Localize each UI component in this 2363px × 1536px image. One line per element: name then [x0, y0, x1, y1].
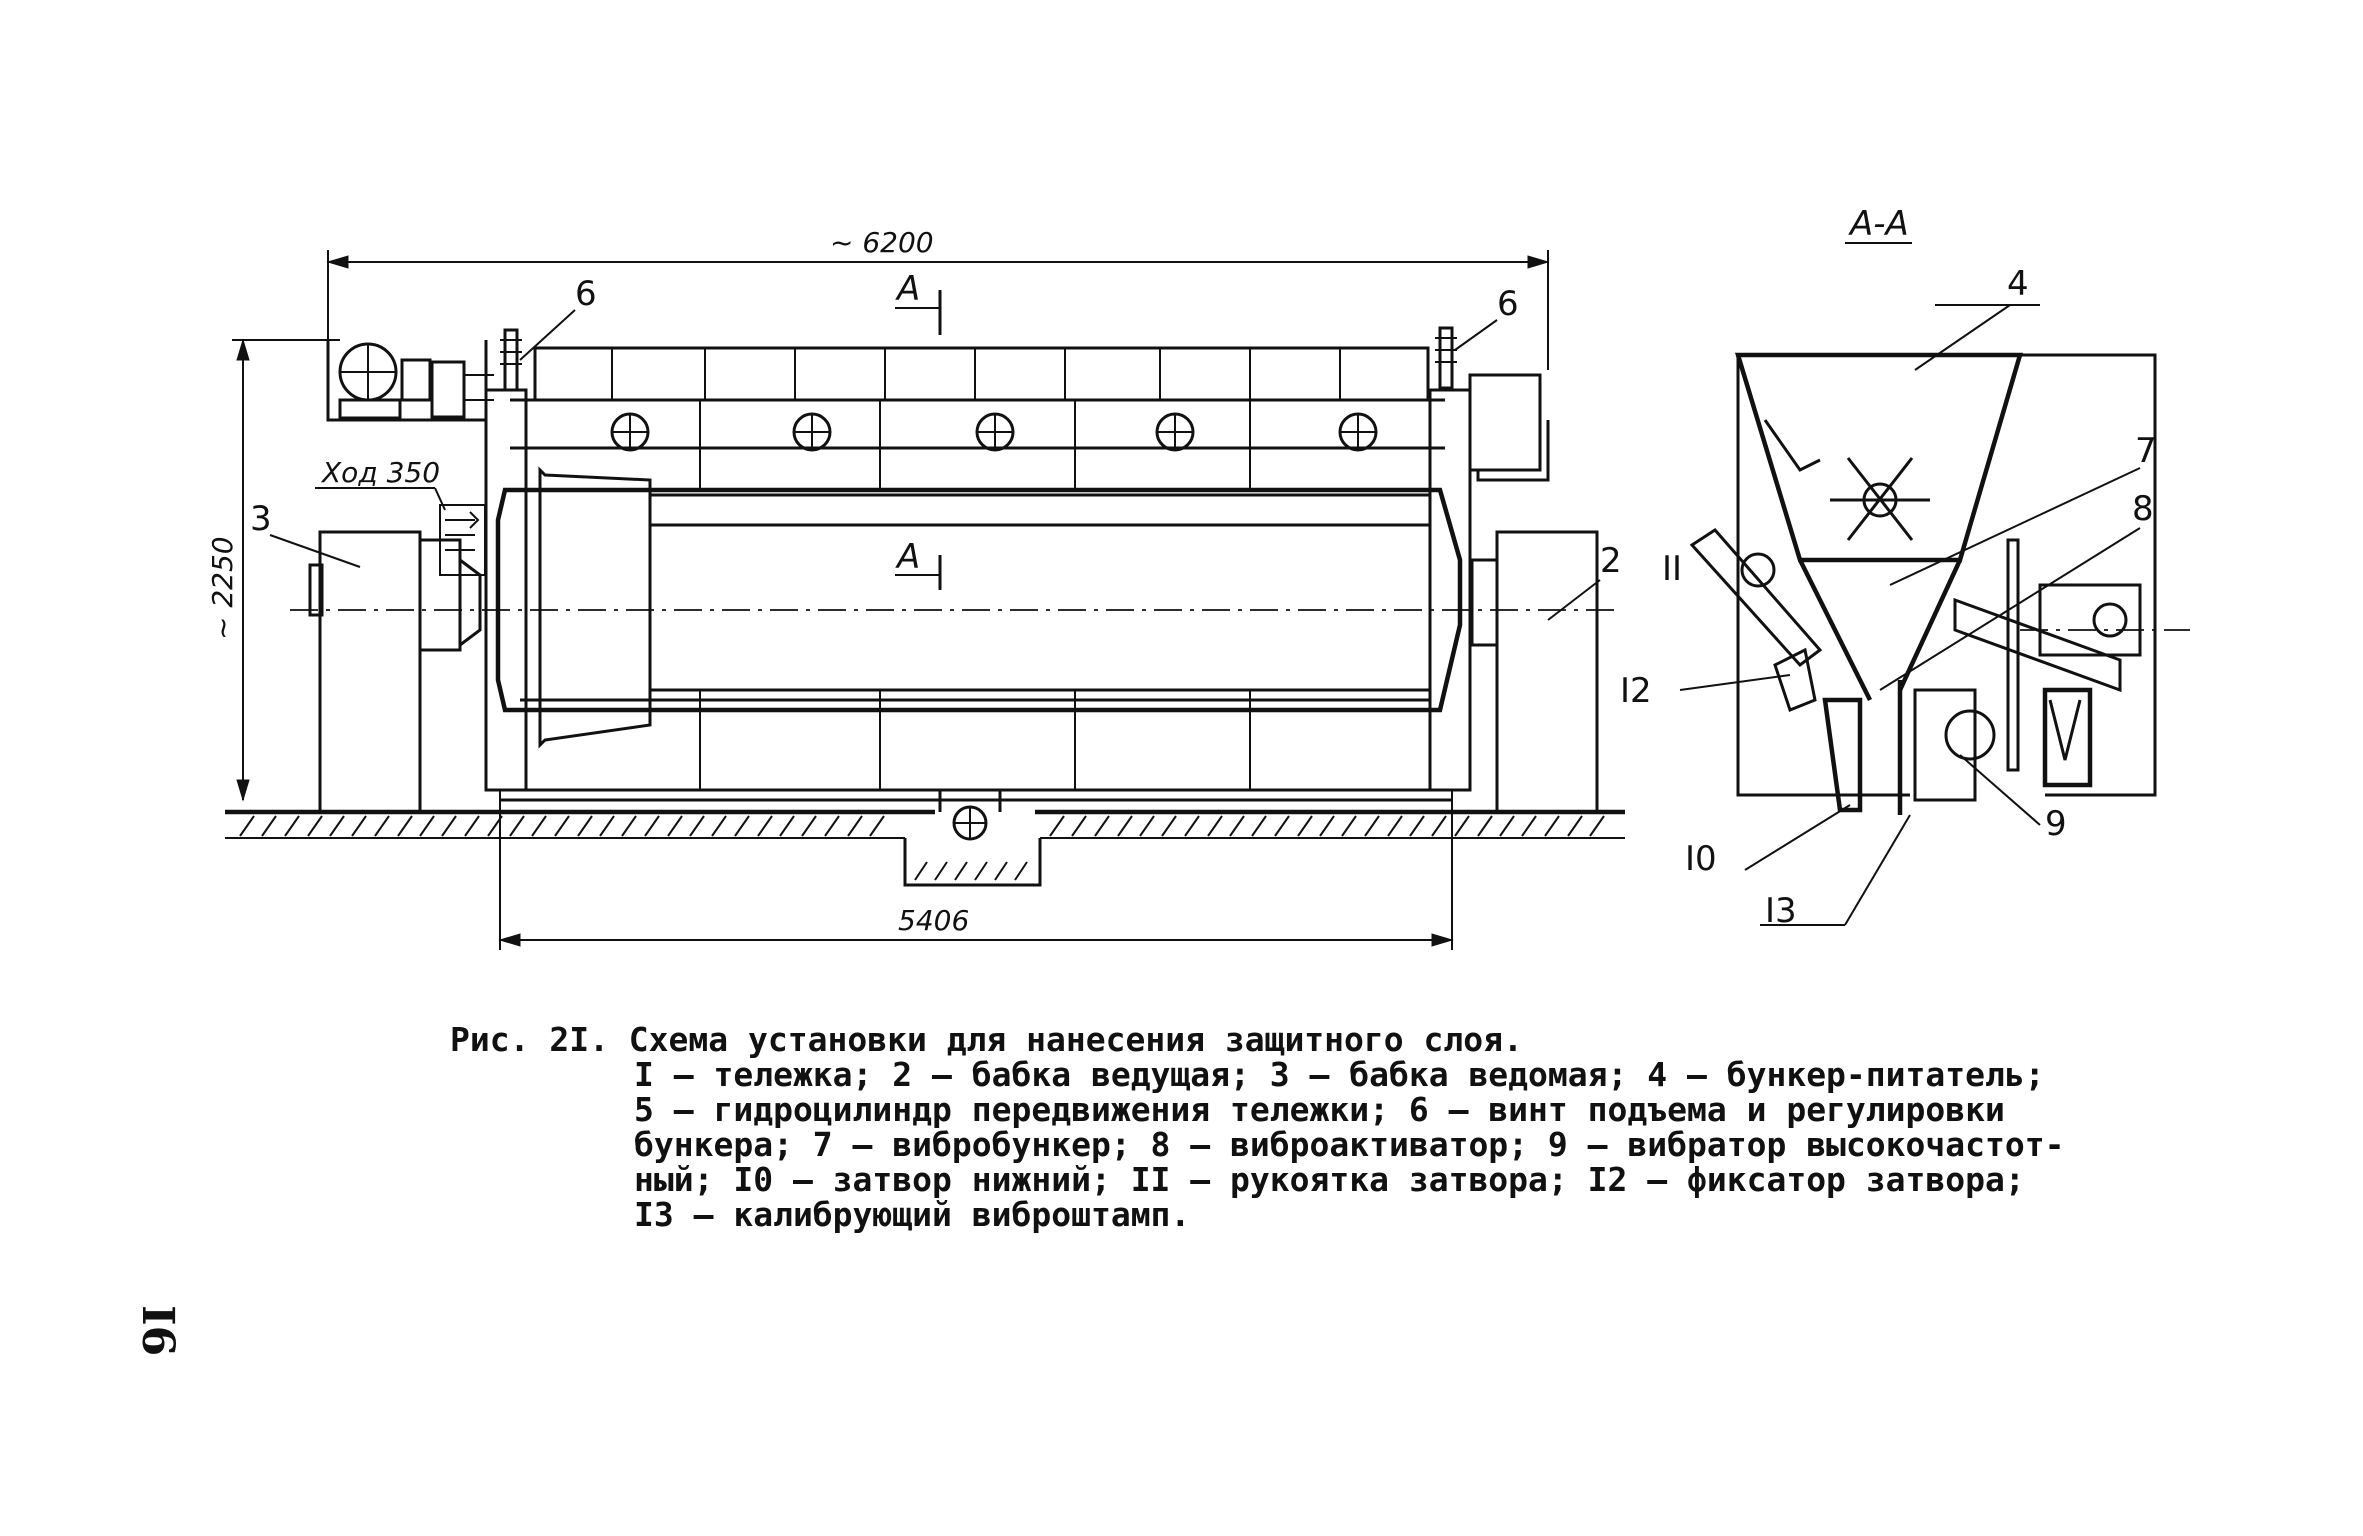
dim-overall-length-label: ~ 6200 — [830, 226, 934, 259]
dim-base-length-label: 5406 — [898, 904, 969, 937]
label-9: 9 — [2045, 804, 2067, 844]
figure-caption: Рис. 2I. Схема установки для нанесения з… — [450, 1022, 2150, 1232]
section-title: А-А — [1848, 204, 1909, 244]
screw-6-right: 6 — [1435, 284, 1519, 390]
section-mark-mid-label: А — [895, 537, 920, 577]
page-number: I6 — [132, 1305, 183, 1357]
drive-motor — [326, 340, 494, 422]
dimension-height: ~ 2250 — [206, 338, 340, 802]
caption-title: Рис. 2I. Схема установки для нанесения з… — [450, 1020, 1523, 1059]
label-2: 2 — [1600, 541, 1622, 581]
vibrator-row — [610, 412, 1378, 452]
label-12: I2 — [1620, 671, 1652, 711]
section-view-aa: А-А 4 7 II I2 8 — [1620, 204, 2190, 931]
label-3: 3 — [250, 499, 272, 539]
label-7: 7 — [2135, 431, 2157, 471]
pipe-mould-drum — [290, 400, 1620, 790]
label-11: II — [1662, 549, 1682, 589]
label-6-right: 6 — [1497, 284, 1519, 324]
label-8: 8 — [2132, 489, 2154, 529]
caption-legend: I – тележка; 2 – бабка ведущая; 3 – бабк… — [634, 1055, 2065, 1234]
label-10: I0 — [1685, 839, 1717, 879]
ground-foundation — [225, 790, 1625, 887]
label-4: 4 — [2007, 264, 2029, 304]
stroke-label: Ход 350 — [320, 456, 440, 489]
tailstock-3: 3 — [250, 499, 486, 814]
carriage-frame-1: 6 6 Ход 350 — [315, 274, 1550, 802]
dimension-overall-length: ~ 6200 — [326, 226, 1550, 370]
label-6-left: 6 — [575, 274, 597, 314]
screw-6-left: 6 — [500, 274, 597, 392]
section-mark-top: А — [895, 269, 942, 335]
main-view: ~ 6200 ~ 2250 5406 — [206, 226, 1625, 950]
section-mark-mid: А — [895, 537, 942, 590]
dim-height-label: ~ 2250 — [206, 536, 239, 640]
section-mark-top-label: А — [895, 269, 920, 309]
headstock-2: 2 — [1470, 530, 1622, 814]
dimension-base-length: 5406 — [498, 790, 1454, 950]
